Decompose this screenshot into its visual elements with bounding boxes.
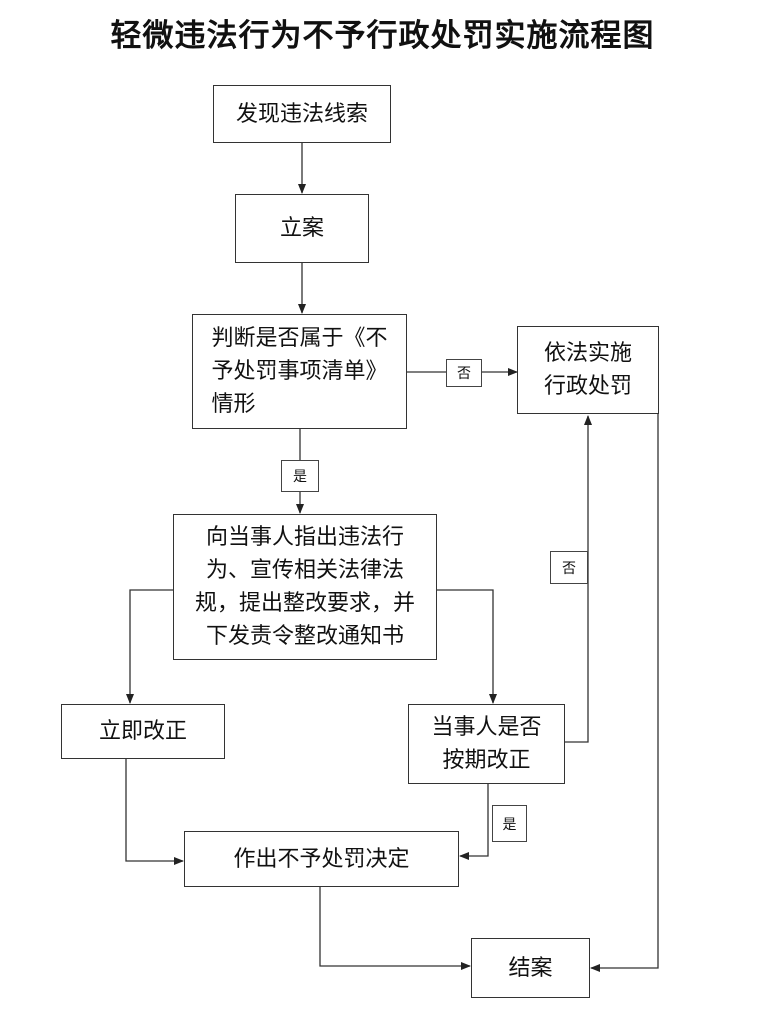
label-yes-ontime: 是 (492, 805, 527, 842)
label-no-judge: 否 (446, 359, 482, 387)
node-close-case: 结案 (471, 938, 590, 998)
node-judge-list: 判断是否属于《不 予处罚事项清单》 情形 (192, 314, 407, 429)
arrow-ontime-to-penalty (565, 415, 592, 743)
node-register-case: 立案 (235, 194, 369, 263)
arrow-inform-to-ontime (437, 589, 497, 704)
node-no-penalty-decision: 作出不予处罚决定 (184, 831, 459, 887)
arrow-nopenalty-to-close (319, 887, 471, 970)
node-immediate-correction: 立即改正 (61, 704, 225, 759)
arrow-penalty-to-close (590, 414, 659, 972)
arrow-immediate-to-nopenalty (125, 759, 184, 865)
page-title: 轻微违法行为不予行政处罚实施流程图 (110, 18, 655, 54)
node-inform-party: 向当事人指出违法行 为、宣传相关法律法 规，提出整改要求，并 下发责令整改通知书 (173, 514, 437, 660)
arrow-ontime-to-nopenalty (459, 784, 489, 860)
node-correct-on-time: 当事人是否 按期改正 (408, 704, 565, 784)
node-administrative-penalty: 依法实施 行政处罚 (517, 326, 659, 414)
arrow-inform-to-immediate (126, 589, 173, 704)
node-discover-clue: 发现违法线索 (213, 85, 391, 143)
label-yes-judge: 是 (281, 460, 319, 492)
label-no-ontime: 否 (550, 551, 588, 584)
